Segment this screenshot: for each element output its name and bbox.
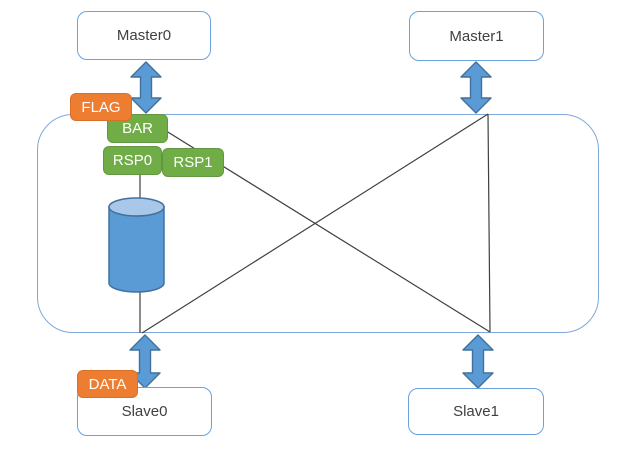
node-master1-label: Master1 xyxy=(449,27,504,45)
node-slave0-label: Slave0 xyxy=(121,403,168,420)
node-master1: Master1 xyxy=(409,11,544,61)
tag-rsp1: RSP1 xyxy=(162,148,224,177)
cylinder-body xyxy=(108,206,165,293)
tag-flag-label: FLAG xyxy=(81,98,121,116)
tag-bar-label: BAR xyxy=(122,120,153,137)
node-slave1-label: Slave1 xyxy=(453,403,499,420)
tag-rsp1-label: RSP1 xyxy=(173,154,213,171)
arrow-master1-icon xyxy=(460,61,492,114)
node-master0-label: Master0 xyxy=(116,27,172,44)
line-master1-slave1 xyxy=(487,113,491,333)
line-master1-slave0 xyxy=(141,113,489,334)
tag-rsp0: RSP0 xyxy=(103,146,162,175)
cylinder-top xyxy=(108,197,165,217)
node-slave1: Slave1 xyxy=(408,388,544,435)
tag-data: DATA xyxy=(77,370,138,398)
tag-bar: BAR xyxy=(107,114,168,143)
tag-data-label: DATA xyxy=(88,375,127,393)
node-master0: Master0 xyxy=(77,11,211,60)
tag-rsp0-label: RSP0 xyxy=(112,152,153,169)
arrow-slave1-icon xyxy=(462,334,494,389)
arrow-master0-icon xyxy=(130,61,162,114)
tag-flag: FLAG xyxy=(70,93,132,121)
